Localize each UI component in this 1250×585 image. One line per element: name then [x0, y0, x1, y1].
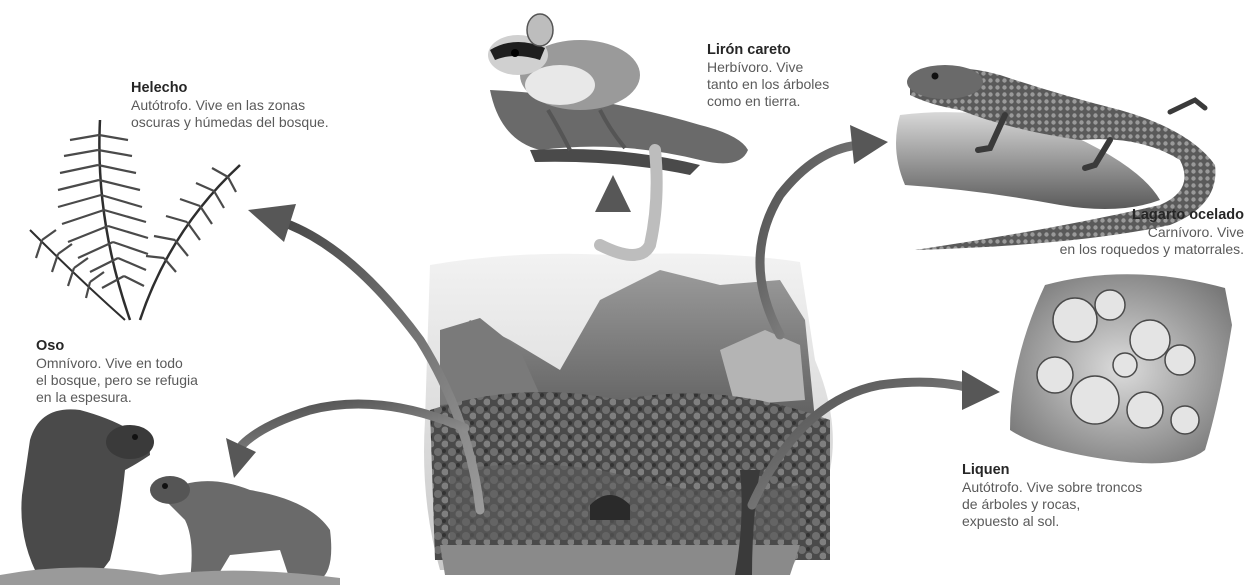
liquen-name: Liquen [962, 462, 1142, 479]
oso-name: Oso [36, 338, 198, 355]
lagarto-name: Lagarto ocelado [1060, 207, 1244, 224]
helecho-description: Autótrofo. Vive en las zonas oscuras y h… [131, 97, 329, 131]
liquen-description: Autótrofo. Vive sobre troncos de árboles… [962, 479, 1142, 530]
lichen-image [1010, 274, 1232, 463]
lagarto-description: Carnívoro. Vive en los roquedos y matorr… [1060, 224, 1244, 258]
bears-image [0, 409, 340, 585]
helecho-name: Helecho [131, 80, 329, 97]
label-oso: Oso Omnívoro. Vive en todo el bosque, pe… [36, 338, 198, 406]
label-liquen: Liquen Autótrofo. Vive sobre troncos de … [962, 462, 1142, 530]
forest-landscape-image [424, 254, 833, 575]
label-liron: Lirón careto Herbívoro. Vive tanto en lo… [707, 42, 829, 110]
liron-description: Herbívoro. Vive tanto en los árboles com… [707, 59, 829, 110]
liron-name: Lirón careto [707, 42, 829, 59]
label-lagarto: Lagarto ocelado Carnívoro. Vive en los r… [1060, 207, 1244, 258]
fern-image [30, 120, 240, 320]
label-helecho: Helecho Autótrofo. Vive en las zonas osc… [131, 80, 329, 131]
oso-description: Omnívoro. Vive en todo el bosque, pero s… [36, 355, 198, 406]
